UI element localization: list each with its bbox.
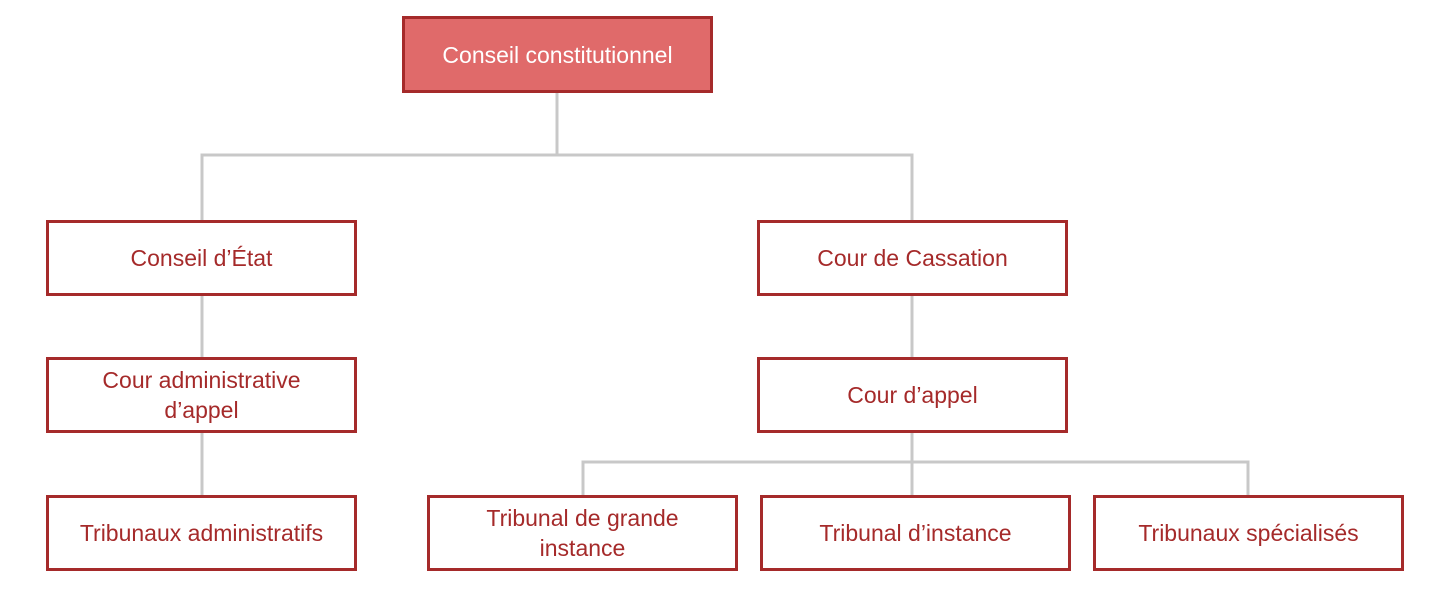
node-tribunaux-administratifs: Tribunaux administratifs	[46, 495, 357, 571]
node-conseil-detat: Conseil d’État	[46, 220, 357, 296]
node-label: Conseil d’État	[130, 245, 273, 271]
node-label: Tribunaux administratifs	[79, 520, 324, 546]
node-label: Tribunal de grande instance	[486, 505, 679, 561]
connector-ca-to-tribunals	[581, 433, 914, 495]
connector-root-to-cassation	[557, 153, 914, 220]
node-label: Conseil constitutionnel	[442, 41, 673, 68]
node-cour-de-cassation: Cour de Cassation	[757, 220, 1068, 296]
node-tribunaux-specialises: Tribunaux spécialisés	[1093, 495, 1404, 571]
node-label: Tribunal d’instance	[819, 520, 1012, 546]
node-label: Cour d’appel	[847, 382, 978, 408]
node-label: Cour administrative d’appel	[102, 367, 301, 423]
node-conseil-constitutionnel: Conseil constitutionnel	[402, 16, 713, 93]
node-cour-dappel: Cour d’appel	[757, 357, 1068, 433]
node-tribunal-de-grande-instance: Tribunal de grande instance	[427, 495, 738, 571]
node-label: Cour de Cassation	[817, 245, 1008, 271]
node-cour-administrative-dappel: Cour administrative d’appel	[46, 357, 357, 433]
node-tribunal-dinstance: Tribunal d’instance	[760, 495, 1071, 571]
connector-ca-to-ts	[912, 460, 1250, 495]
connector-root-to-branches	[200, 93, 559, 220]
node-label: Tribunaux spécialisés	[1138, 520, 1359, 546]
